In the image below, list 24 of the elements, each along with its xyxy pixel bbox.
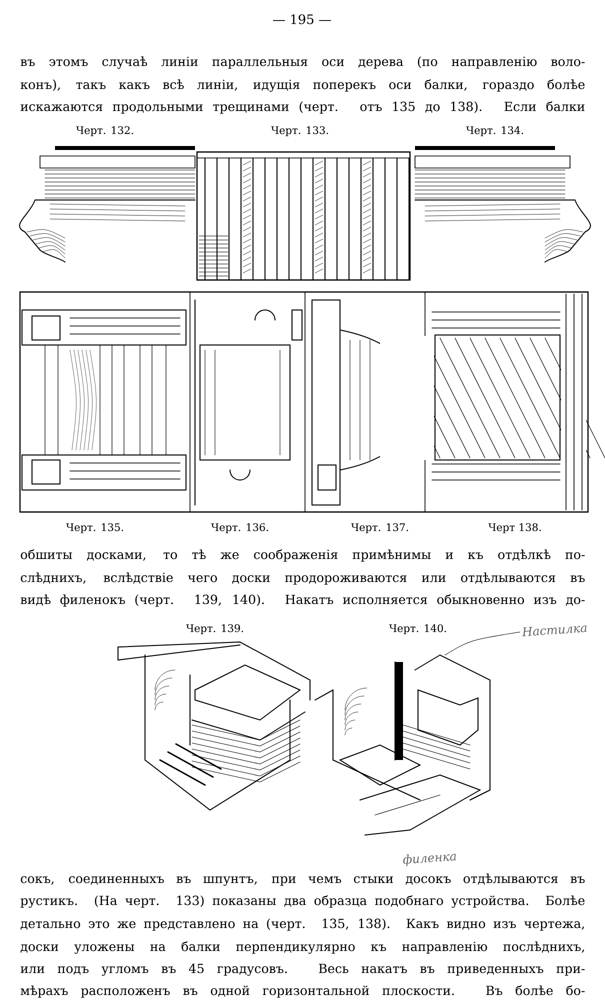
figure-caption: Черт 138. xyxy=(487,522,543,534)
text-line: искажаются продольными трещинами (черт. отъ 135 до 138). Если балки xyxy=(20,101,585,114)
figure-caption: Черт. 139. xyxy=(185,623,246,636)
text-line: рустикъ. (На черт. 133) показаны два образца подобнаго устройства. Болѣе xyxy=(20,895,585,908)
handwritten-note: филенка xyxy=(403,854,456,866)
text-line: мѣрахъ расположенъ въ одной горизонтальной плоскости. Въ болѣе бо- xyxy=(20,985,585,998)
text-line: видѣ филенокъ (черт. 139, 140). Накатъ исполняется обыкновенно изъ до- xyxy=(20,594,585,607)
text-line: или подъ угломъ въ 45 градусовъ. Весь накатъ въ приведенныхъ при- xyxy=(20,964,585,976)
figure-caption: Черт. 140. xyxy=(388,623,448,636)
figure-caption: Черт. 133. xyxy=(270,125,330,138)
figure-caption: Черт. 136. xyxy=(210,522,270,534)
text-line: конъ), такъ какъ всѣ линіи, идущія поперекъ оси балки, гораздо болѣе xyxy=(20,79,585,92)
figure-caption: Черт. 134. xyxy=(465,125,526,138)
text-line: въ этомъ случаѣ линіи параллельныя оси дерева (по направленію воло- xyxy=(20,56,585,69)
page-number: — 195 — xyxy=(273,14,331,24)
text-line: слѣднихъ, вслѣдствіе чего доски продороживаются или отдѣлываются въ xyxy=(20,572,585,585)
text-line: обшиты досками, то тѣ же соображенія примѣнимы и къ отдѣлкѣ по- xyxy=(20,549,585,562)
figure-caption: Черт. 132. xyxy=(74,125,136,138)
text-line: доски уложены на балки перпендикулярно къ направленію послѣднихъ, xyxy=(20,941,584,954)
text-line: сокъ, соединенныхъ въ шпунтъ, при чемъ стыки досокъ отдѣлываются въ xyxy=(20,873,585,886)
text-line: детально это же представлено на (черт. 135, 138). Какъ видно изъ чертежа, xyxy=(20,918,584,931)
handwritten-note: Настилка xyxy=(522,625,587,636)
figure-caption: Черт. 137. xyxy=(350,522,410,534)
figure-caption: Черт. 135. xyxy=(65,522,126,534)
